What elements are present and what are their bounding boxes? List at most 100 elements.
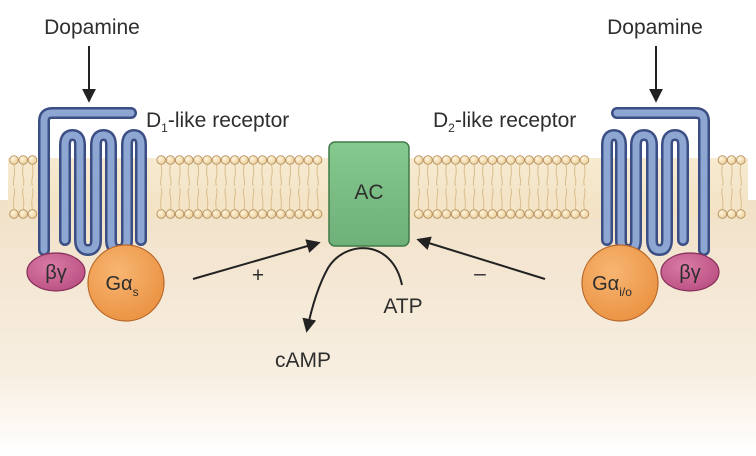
lipid-head bbox=[294, 155, 304, 165]
lipid-head bbox=[9, 155, 19, 165]
lipid-head bbox=[184, 155, 194, 165]
lipid-head bbox=[414, 155, 424, 165]
lipid-tail bbox=[233, 164, 236, 187]
d1-receptor bbox=[38, 107, 147, 256]
lipid-tail bbox=[555, 164, 558, 187]
lipid-head bbox=[211, 209, 222, 219]
lipid-tail bbox=[224, 164, 227, 187]
right-g-alpha-label: Gαi/o bbox=[592, 273, 632, 299]
lipid-tail bbox=[288, 164, 292, 187]
lipid-head bbox=[441, 155, 452, 165]
lipid-tail bbox=[160, 164, 163, 187]
conversion-arrow bbox=[302, 247, 403, 333]
lipid-tail bbox=[307, 187, 310, 210]
lipid-head bbox=[542, 155, 553, 165]
lipid-tail bbox=[12, 187, 16, 210]
lipid-head bbox=[193, 155, 203, 165]
lipid-head bbox=[248, 209, 258, 219]
lipid-tail bbox=[252, 187, 255, 210]
lipid-head bbox=[285, 155, 295, 165]
lipid-tail bbox=[528, 164, 531, 187]
lipid-head bbox=[202, 209, 212, 219]
lipid-head bbox=[432, 209, 442, 219]
lipid-head bbox=[184, 209, 194, 219]
lipid-tail bbox=[574, 187, 577, 210]
lipid-tail bbox=[242, 164, 246, 187]
d2-receptor bbox=[601, 107, 710, 256]
lipid-tail bbox=[12, 164, 16, 187]
lipid-head bbox=[726, 209, 737, 219]
lipid-head bbox=[533, 209, 544, 219]
lipid-tail bbox=[31, 164, 34, 187]
lipid-head bbox=[552, 209, 562, 219]
inhibition-arrow bbox=[416, 236, 546, 280]
lipid-tail bbox=[583, 164, 586, 187]
lipid-tail bbox=[454, 187, 457, 210]
lipid-tail bbox=[270, 164, 273, 187]
right-ligand-label: Dopamine bbox=[607, 16, 703, 39]
lipid-head bbox=[469, 209, 479, 219]
lipid-head bbox=[18, 209, 28, 219]
atp-label: ATP bbox=[383, 295, 422, 318]
lipid-tails bbox=[12, 164, 742, 210]
left-g-alpha-label: Gαs bbox=[105, 273, 138, 299]
lipid-head bbox=[579, 209, 590, 219]
lipid-tail bbox=[546, 164, 549, 187]
lipid-head bbox=[506, 155, 516, 165]
lipid-tail bbox=[279, 187, 282, 210]
camp-label: cAMP bbox=[275, 349, 331, 372]
lipid-tail bbox=[721, 187, 724, 210]
lipid-head bbox=[524, 155, 534, 165]
lipid-tail bbox=[721, 164, 724, 187]
lipid-tail bbox=[252, 164, 255, 187]
lipid-head bbox=[561, 209, 571, 219]
lipid-tail bbox=[583, 187, 586, 210]
lipid-tail bbox=[518, 187, 522, 210]
lipid-tail bbox=[169, 187, 172, 210]
lipid-head bbox=[552, 155, 562, 165]
lipid-head bbox=[303, 209, 314, 219]
lipid-head bbox=[276, 155, 286, 165]
enzyme-label: AC bbox=[354, 181, 383, 204]
lipid-tail bbox=[417, 187, 420, 210]
lipid-head bbox=[257, 155, 268, 165]
left-beta-gamma-label: βγ bbox=[45, 262, 67, 284]
lipid-tail bbox=[574, 164, 577, 187]
lipid-tail bbox=[298, 187, 301, 210]
lipid-tail bbox=[472, 187, 476, 210]
lipid-head bbox=[156, 209, 166, 219]
lipid-tail bbox=[316, 187, 319, 210]
lipid-head bbox=[533, 155, 544, 165]
lipid-tail bbox=[206, 187, 209, 210]
lipid-tail bbox=[196, 164, 200, 187]
lipid-tail bbox=[160, 187, 163, 210]
lipid-tail bbox=[454, 164, 457, 187]
lipid-tail bbox=[187, 164, 190, 187]
lipid-head bbox=[211, 155, 222, 165]
lipid-head bbox=[450, 209, 461, 219]
inhibition-sign: – bbox=[474, 262, 486, 285]
lipid-head bbox=[230, 209, 240, 219]
lipid-head bbox=[174, 155, 185, 165]
lipid-head bbox=[515, 209, 525, 219]
lipid-tail bbox=[316, 164, 319, 187]
lipid-tail bbox=[261, 187, 264, 210]
lipid-tail bbox=[178, 187, 181, 210]
adenylyl-cyclase-box bbox=[328, 141, 410, 247]
lipid-tail bbox=[500, 164, 503, 187]
lipid-head bbox=[478, 155, 488, 165]
lipid-tail bbox=[445, 164, 448, 187]
stimulation-sign: + bbox=[252, 264, 264, 287]
lipid-head bbox=[266, 155, 277, 165]
lipid-head bbox=[285, 209, 295, 219]
d2-receptor-label: D2-like receptor bbox=[433, 109, 576, 135]
lipid-tail bbox=[482, 187, 485, 210]
lipid-head bbox=[717, 209, 728, 219]
lipid-head bbox=[276, 209, 286, 219]
lipid-head bbox=[736, 209, 746, 219]
lipid-head bbox=[460, 155, 470, 165]
lipid-head bbox=[230, 155, 240, 165]
lipid-tail bbox=[261, 164, 264, 187]
lipid-head bbox=[726, 155, 737, 165]
